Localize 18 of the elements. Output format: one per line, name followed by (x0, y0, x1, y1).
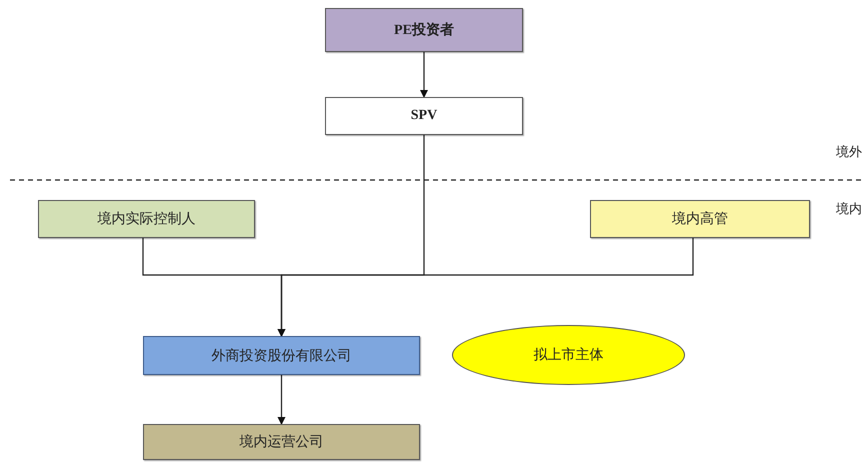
arrow (278, 375, 286, 425)
node-label: 外商投资股份有限公司 (212, 347, 352, 364)
node-label: 拟上市主体 (534, 346, 604, 364)
entity-box (590, 200, 810, 238)
node-label: 境内运营公司 (240, 433, 324, 451)
entity-box (325, 97, 523, 135)
node-label: PE投资者 (394, 21, 454, 39)
node-label: 境内高管 (672, 210, 728, 228)
node-label: 境内实际控制人 (98, 210, 196, 228)
arrow (420, 52, 428, 98)
node-label: SPV (410, 108, 438, 124)
region-label: 境内 (836, 200, 862, 218)
entity-box (38, 200, 255, 238)
arrow (278, 238, 694, 337)
entity-box (143, 336, 420, 375)
entity-box (325, 8, 523, 52)
entity-box (143, 424, 420, 460)
region-label: 境外 (836, 143, 862, 161)
